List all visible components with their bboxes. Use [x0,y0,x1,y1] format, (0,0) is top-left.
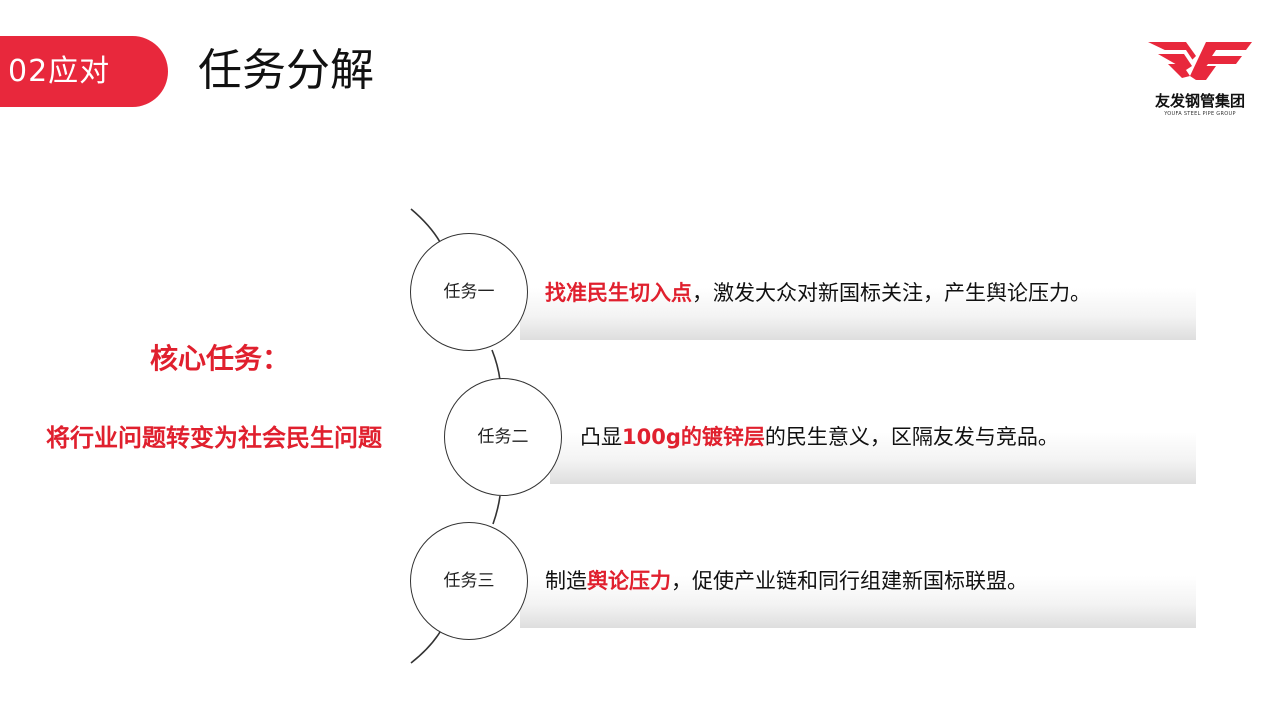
task-2-rest: 的民生意义，区隔友发与竞品。 [764,425,1059,449]
task-2-highlight: 100g的镀锌层 [622,425,765,449]
core-task-text: 将行业问题转变为社会民生问题 [46,424,382,452]
youfa-logo-icon [1148,42,1252,80]
task-band-2 [550,432,1196,484]
task-1-highlight: 找准民生切入点 [545,281,692,305]
logo-name-cn: 友发钢管集团 [1154,92,1245,110]
task-band-1 [520,288,1196,340]
task-1-rest: ，激发大众对新国标关注，产生舆论压力。 [692,281,1091,305]
logo-name-en: YOUFA STEEL PIPE GROUP [1164,111,1236,117]
task-circle-1: 任务一 [410,233,528,351]
task-3-prefix: 制造 [545,569,587,593]
task-text-1: 找准民生切入点，激发大众对新国标关注，产生舆论压力。 [545,278,1091,308]
task-text-3: 制造舆论压力，促使产业链和同行组建新国标联盟。 [545,566,1028,596]
section-tab: 02应对 [0,36,168,107]
core-task-title: 核心任务： [150,342,291,375]
task-2-prefix: 凸显 [580,425,622,449]
task-text-2: 凸显100g的镀锌层的民生意义，区隔友发与竞品。 [580,422,1059,452]
task-band-3 [520,576,1196,628]
task-3-rest: ，促使产业链和同行组建新国标联盟。 [671,569,1028,593]
task-circle-2: 任务二 [444,378,562,496]
task-3-highlight: 舆论压力 [587,569,671,593]
page-title: 任务分解 [198,45,374,96]
company-logo: 友发钢管集团 YOUFA STEEL PIPE GROUP [1140,36,1260,136]
task-circle-3: 任务三 [410,522,528,640]
